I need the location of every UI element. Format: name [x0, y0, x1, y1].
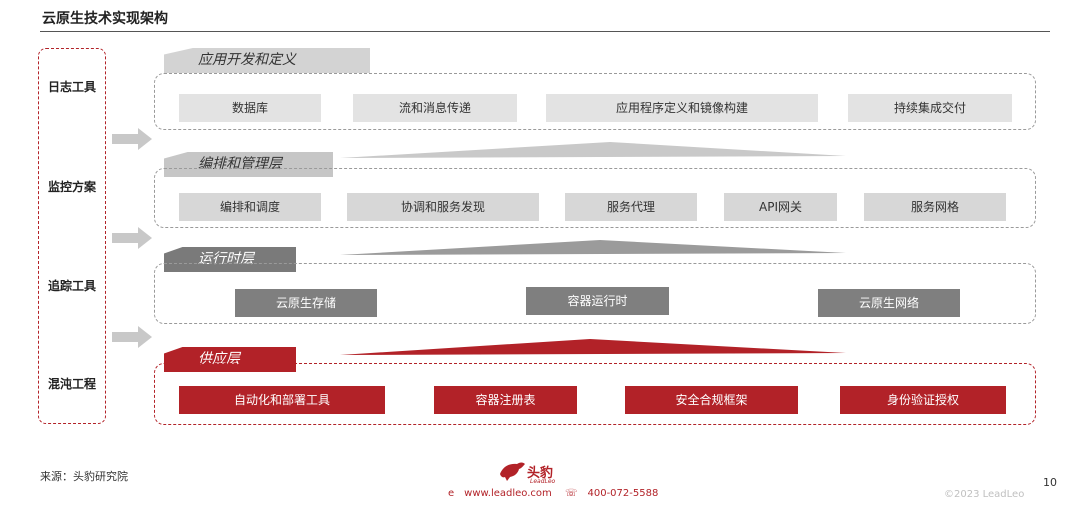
layer-item: 应用程序定义和镜像构建	[546, 94, 818, 122]
phone-icon: ☏	[564, 488, 578, 499]
layer-item: 持续集成交付	[848, 94, 1012, 122]
website-link[interactable]: www.leadleo.com	[464, 488, 552, 499]
layer-application	[154, 73, 1036, 130]
right-arrow-icon	[112, 326, 152, 348]
layer-item: 身份验证授权	[840, 386, 1006, 414]
layer-tag-application: 应用开发和定义	[164, 48, 370, 73]
layer-item: 协调和服务发现	[347, 193, 539, 221]
source-note: 来源：头豹研究院	[40, 470, 128, 483]
left-label-chaos: 混沌工程	[47, 377, 96, 391]
layer-item: 服务网格	[864, 193, 1006, 221]
phone-number: 400-072-5588	[587, 488, 659, 499]
layer-item: 编排和调度	[179, 193, 321, 221]
layer-item: 服务代理	[565, 193, 697, 221]
layer-runtime	[154, 263, 1036, 324]
layer-orchestration	[154, 168, 1036, 228]
layer-item: API网关	[724, 193, 837, 221]
left-label-logging: 日志工具	[47, 80, 96, 94]
logo-subtext: LeadLeo	[530, 478, 556, 485]
layer-item: 云原生网络	[818, 289, 960, 317]
title-divider	[40, 31, 1050, 32]
layer-wedge	[340, 339, 846, 355]
layer-item: 数据库	[179, 94, 321, 122]
layer-provisioning	[154, 363, 1036, 425]
layer-item: 流和消息传递	[353, 94, 517, 122]
web-icon: e	[448, 488, 455, 499]
contact-line: e www.leadleo.com ☏ 400-072-5588	[448, 488, 668, 499]
left-label-monitoring: 监控方案	[47, 180, 96, 194]
logo-text: 头豹	[527, 466, 554, 481]
right-arrow-icon	[112, 128, 152, 150]
layer-item: 安全合规框架	[625, 386, 798, 414]
copyright: ©2023 LeadLeo	[944, 489, 1025, 500]
layer-item: 云原生存储	[235, 289, 377, 317]
page-number: 10	[1043, 476, 1057, 489]
observability-column: 日志工具 监控方案 追踪工具 混沌工程	[38, 48, 106, 424]
leopard-logo-icon	[500, 462, 525, 481]
layer-item: 容器运行时	[526, 287, 669, 315]
layer-item: 容器注册表	[434, 386, 577, 414]
right-arrow-icon	[112, 227, 152, 249]
layer-wedge	[340, 142, 846, 158]
left-label-tracing: 追踪工具	[47, 279, 96, 293]
page-title: 云原生技术实现架构	[42, 11, 168, 27]
layer-item: 自动化和部署工具	[179, 386, 385, 414]
layer-wedge	[340, 240, 846, 255]
